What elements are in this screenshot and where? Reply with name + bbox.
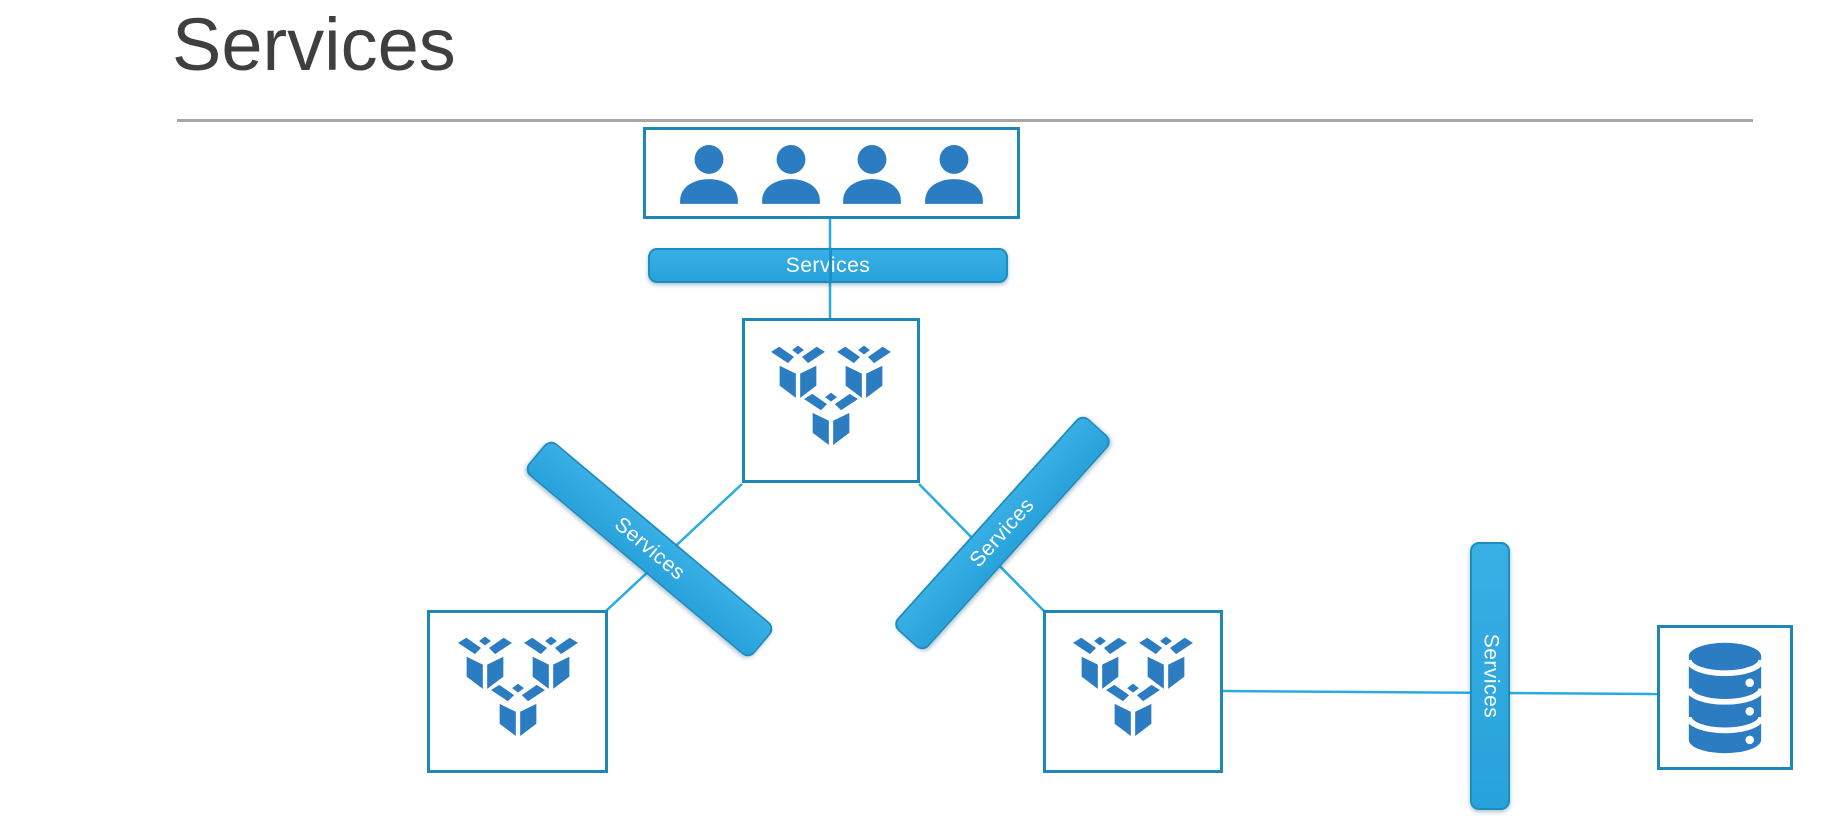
open-boxes-icon [765,340,897,462]
services-bar-data: Services [1470,542,1510,810]
open-boxes-icon [452,631,584,753]
open-boxes-icon [1067,631,1199,753]
title-divider [177,119,1753,122]
service-box-bottom-right [1043,610,1223,773]
database-box [1657,625,1793,770]
person-icon [921,140,987,214]
services-bar-top: Services [648,248,1008,283]
connector-node-to-database [1222,689,1659,696]
person-icon [676,140,742,214]
person-icon [758,140,824,214]
person-icon [839,140,905,214]
service-box-bottom-left [427,610,608,773]
service-box-center [742,318,920,483]
page-title: Services [172,3,456,86]
users-box [643,127,1020,219]
services-bar-top-label: Services [785,253,871,277]
database-icon [1677,639,1773,757]
connector-through-bar [829,248,832,283]
services-bar-data-label: Services [1479,633,1502,719]
